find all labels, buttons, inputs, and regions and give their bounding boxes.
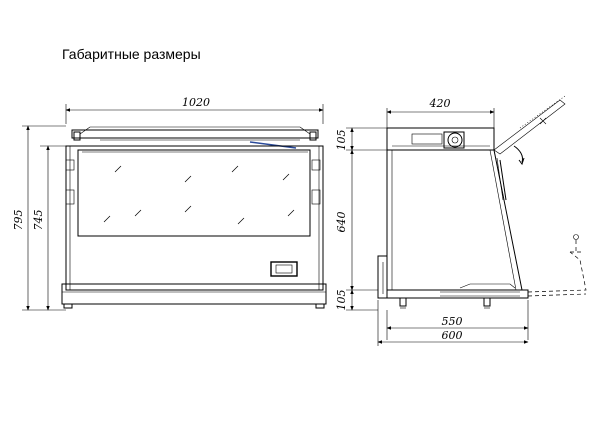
dim-side-height-bottom: 105: [335, 290, 348, 311]
dim-side-height-mid: 640: [335, 212, 348, 233]
side-view: [346, 95, 587, 346]
dim-side-depth-base: 550: [442, 315, 463, 328]
dim-front-height-body: 745: [32, 210, 45, 231]
dim-front-height-total: 795: [12, 210, 25, 231]
dim-front-width: 1020: [182, 96, 210, 109]
dim-side-depth-top: 420: [429, 97, 451, 110]
dim-side-depth-total: 600: [442, 329, 463, 342]
front-view: [22, 104, 327, 311]
dim-side-height-top: 105: [335, 130, 348, 151]
page-title: Габаритные размеры: [62, 46, 201, 62]
